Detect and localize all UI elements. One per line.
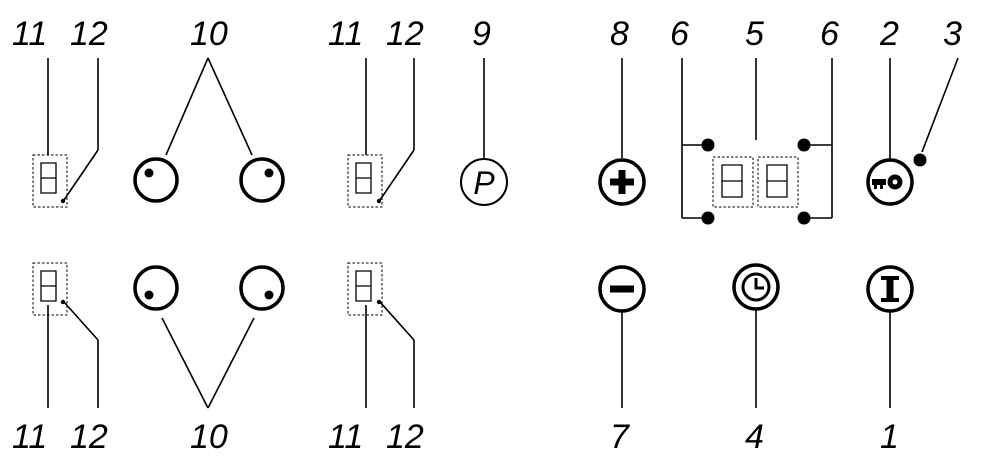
lock-button[interactable]	[866, 158, 914, 206]
minus-button[interactable]	[598, 265, 646, 313]
timer-display	[701, 138, 811, 225]
label-8: 8	[610, 15, 629, 53]
label-11-bottom-left: 11	[12, 418, 47, 456]
label-12-bottom-left: 12	[70, 418, 108, 456]
label-12-top-right: 12	[386, 15, 424, 53]
plus-button[interactable]	[598, 158, 646, 206]
label-6-left: 6	[670, 15, 689, 53]
leader-lines	[47, 57, 959, 409]
label-10-top: 10	[190, 15, 228, 53]
zone-button-front-left[interactable]	[133, 157, 179, 203]
label-10-bottom: 10	[190, 418, 228, 456]
label-12-top-left: 12	[70, 15, 108, 53]
zone-button-rear-left[interactable]	[133, 265, 179, 311]
p-icon: P	[473, 165, 495, 201]
label-6-right: 6	[820, 15, 839, 53]
power-icon	[881, 276, 899, 302]
label-7: 7	[610, 418, 630, 456]
key-lock-icon	[872, 174, 903, 190]
timer-button[interactable]	[732, 263, 780, 311]
label-11-top-left: 11	[12, 15, 47, 53]
label-11-top-right: 11	[328, 15, 363, 53]
zone-button-rear-right[interactable]	[239, 157, 285, 203]
label-12-bottom-right: 12	[386, 418, 424, 456]
label-11-bottom-right: 11	[328, 418, 363, 456]
zone-display-bottom-left	[32, 262, 68, 316]
power-button[interactable]	[866, 265, 914, 313]
lock-indicator-light	[913, 153, 927, 167]
zone-display-bottom-right	[347, 262, 383, 316]
zone-display-top-left	[32, 154, 68, 208]
boost-button[interactable]: P	[460, 158, 508, 206]
label-9: 9	[472, 15, 491, 53]
label-1: 1	[880, 418, 899, 456]
zone-display-top-right	[347, 154, 383, 208]
clock-icon	[741, 272, 771, 302]
plus-icon	[610, 170, 634, 194]
minus-icon	[610, 285, 634, 293]
label-2: 2	[879, 15, 899, 53]
label-3: 3	[943, 15, 962, 53]
label-4: 4	[745, 418, 764, 456]
label-5: 5	[745, 15, 764, 53]
zone-button-front-right[interactable]	[239, 265, 285, 311]
